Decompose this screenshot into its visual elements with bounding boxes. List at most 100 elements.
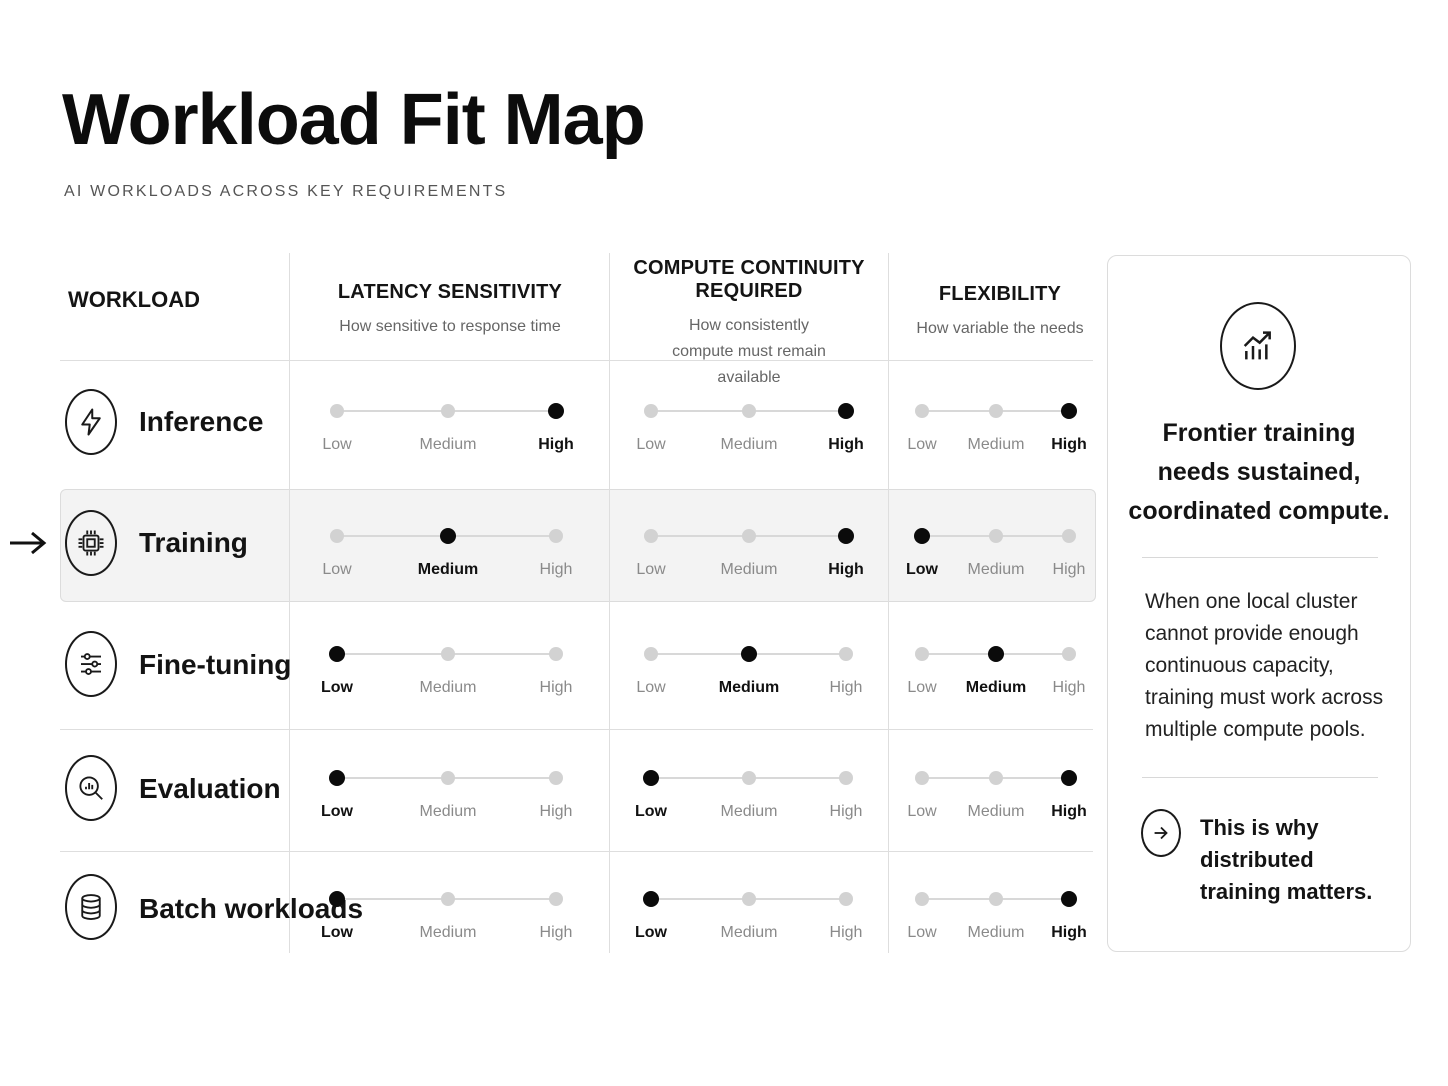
level-label: Low — [635, 924, 667, 941]
level-label: Low — [906, 561, 938, 578]
level-dot — [989, 771, 1003, 785]
selected-level-dot — [548, 403, 564, 419]
selected-level-dot — [643, 891, 659, 907]
level-label: Low — [636, 436, 666, 453]
selected-level-dot — [914, 528, 930, 544]
page-title: Workload Fit Map — [62, 80, 646, 160]
level-label: Medium — [720, 561, 778, 578]
selected-level-dot — [1061, 770, 1077, 786]
column-title: LATENCY SENSITIVITY — [337, 281, 563, 303]
panel-divider — [1142, 557, 1378, 558]
level-dot — [915, 771, 929, 785]
lightning-icon — [65, 389, 117, 455]
selected-level-dot — [838, 403, 854, 419]
level-label: Low — [321, 679, 353, 696]
level-dot — [644, 647, 658, 661]
level-label: High — [539, 679, 573, 696]
highlighted-row-background — [60, 489, 1096, 602]
level-dot — [989, 404, 1003, 418]
arrow-right-circle-icon — [1141, 809, 1181, 857]
requirement-scale: Low Medium High — [636, 403, 864, 459]
level-dot — [441, 647, 455, 661]
level-label: Medium — [720, 436, 778, 453]
level-dot — [742, 771, 756, 785]
level-label: High — [1051, 924, 1087, 941]
level-dot — [839, 771, 853, 785]
level-label: Low — [636, 561, 666, 578]
level-dot — [549, 892, 563, 906]
panel-divider — [1142, 777, 1378, 778]
selected-level-dot — [1061, 403, 1077, 419]
column-divider — [888, 253, 889, 953]
level-dot — [549, 647, 563, 661]
level-dot — [441, 892, 455, 906]
level-label: Low — [321, 924, 353, 941]
page-subtitle: AI WORKLOADS ACROSS KEY REQUIREMENTS — [64, 183, 508, 200]
level-dot — [549, 529, 563, 543]
level-dot — [989, 529, 1003, 543]
workload-name: Batch workloads — [139, 893, 364, 924]
requirement-scale: Low Medium High — [321, 770, 572, 826]
level-dot — [1062, 647, 1076, 661]
selected-level-dot — [643, 770, 659, 786]
level-label: Medium — [720, 924, 778, 941]
level-dot — [644, 529, 658, 543]
selected-level-dot — [988, 646, 1004, 662]
requirement-scale: Low Medium High — [907, 770, 1087, 826]
level-dot — [330, 404, 344, 418]
level-dot — [915, 647, 929, 661]
level-dot — [742, 892, 756, 906]
column-title: FLEXIBILITY — [938, 283, 1062, 305]
level-dot — [839, 892, 853, 906]
column-subtitle: How sensitive to response time — [339, 318, 561, 335]
column-divider — [289, 253, 290, 953]
workload-name: Inference — [139, 406, 264, 437]
level-label: High — [829, 924, 863, 941]
level-label: Medium — [417, 561, 479, 578]
sliders-icon — [65, 631, 117, 697]
row-pointer-arrow-icon — [10, 531, 47, 555]
column-subtitle: How consistently compute must remain ava… — [672, 317, 826, 386]
level-label: Medium — [419, 803, 477, 820]
level-label: High — [828, 561, 864, 578]
level-dot — [441, 404, 455, 418]
level-dot — [742, 529, 756, 543]
selected-level-dot — [329, 770, 345, 786]
level-dot — [915, 404, 929, 418]
level-label: Medium — [967, 803, 1025, 820]
panel-headline: Frontier training needs sustained, coord… — [1128, 419, 1390, 525]
level-dot — [989, 892, 1003, 906]
level-dot — [330, 529, 344, 543]
selected-level-dot — [741, 646, 757, 662]
level-dot — [742, 404, 756, 418]
level-label: High — [1051, 436, 1087, 453]
level-label: Medium — [419, 924, 477, 941]
level-label: Medium — [720, 803, 778, 820]
level-label: Low — [321, 803, 353, 820]
row-divider — [60, 729, 1093, 730]
latency-column-header: LATENCY SENSITIVITY How sensitive to res… — [292, 281, 608, 340]
level-label: High — [829, 679, 863, 696]
level-label: High — [539, 803, 573, 820]
level-label: High — [828, 436, 864, 453]
level-label: Medium — [967, 436, 1025, 453]
requirement-scale: Low Medium High — [635, 891, 862, 947]
workload-name: Fine-tuning — [139, 649, 292, 680]
column-subtitle: How variable the needs — [916, 320, 1084, 337]
level-label: Low — [907, 924, 937, 941]
level-label: Medium — [419, 436, 477, 453]
level-label: Low — [907, 803, 937, 820]
panel-cta-text: This is why distributed training matters… — [1200, 815, 1373, 904]
level-label: Medium — [967, 924, 1025, 941]
level-label: Low — [907, 436, 937, 453]
continuity-column-header: COMPUTE CONTINUITY REQUIRED How consiste… — [611, 257, 887, 391]
column-divider — [609, 253, 610, 953]
level-label: Low — [907, 679, 937, 696]
level-label: High — [1051, 803, 1087, 820]
